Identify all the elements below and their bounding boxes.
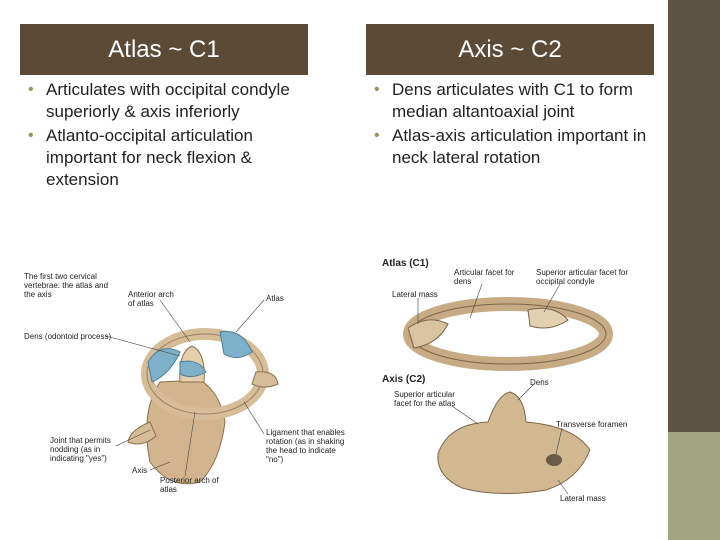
dens-right-label: Dens	[530, 378, 549, 387]
lateral-mass-bottom-label: Lateral mass	[560, 494, 606, 503]
atlas-c1-label: Atlas (C1)	[382, 258, 429, 269]
right-sidebar-accent	[668, 432, 720, 540]
axis-bullet-list: Dens articulates with C1 to form median …	[366, 79, 666, 171]
axis-header: Axis ~ C2	[366, 24, 654, 75]
vertebra-drawings	[403, 283, 613, 495]
figure-caption: The first two cervical vertebrae: the at…	[24, 272, 109, 299]
atlas-header: Atlas ~ C1	[20, 24, 308, 75]
atlas-title: Atlas ~ C1	[108, 35, 220, 63]
atlas-label: Atlas	[266, 294, 284, 303]
axis-title: Axis ~ C2	[458, 35, 562, 63]
axis-c2-label: Axis (C2)	[382, 374, 426, 385]
atlas-axis-photo-figure: Atlas (C1) Articular facet for dens Supe…	[378, 254, 636, 516]
axis-label: Axis	[132, 466, 148, 475]
posterior-arch-label: Posterior arch of atlas	[160, 476, 219, 494]
joint-nodding-label: Joint that permits nodding (as in indica…	[50, 436, 111, 463]
ligament-label: Ligament that enables rotation (as in sh…	[266, 428, 345, 464]
atlas-bullet-list: Articulates with occipital condyle super…	[20, 79, 300, 193]
atlas-bullet-1: Articulates with occipital condyle super…	[20, 79, 300, 123]
transverse-foramen-label: Transverse foramen	[556, 420, 628, 429]
superior-facet-label: Superior articular facet for occipital c…	[536, 268, 629, 286]
axis-bullet-1: Dens articulates with C1 to form median …	[366, 79, 666, 123]
axis-bullet-2: Atlas-axis articulation important in nec…	[366, 125, 666, 169]
dens-label: Dens (odontoid process)	[24, 332, 112, 341]
atlas-axis-illustration: The first two cervical vertebrae: the at…	[20, 262, 352, 502]
superior-facet-atlas-label: Superior articular facet for the atlas	[394, 390, 456, 408]
atlas-bullet-2: Atlanto-occipital articulation important…	[20, 125, 300, 191]
anterior-arch-label: Anterior arch of atlas	[128, 290, 174, 308]
facet-dens-label: Articular facet for dens	[454, 268, 515, 286]
lateral-mass-top-label: Lateral mass	[392, 290, 438, 299]
atlas-axis-drawing	[105, 299, 279, 485]
